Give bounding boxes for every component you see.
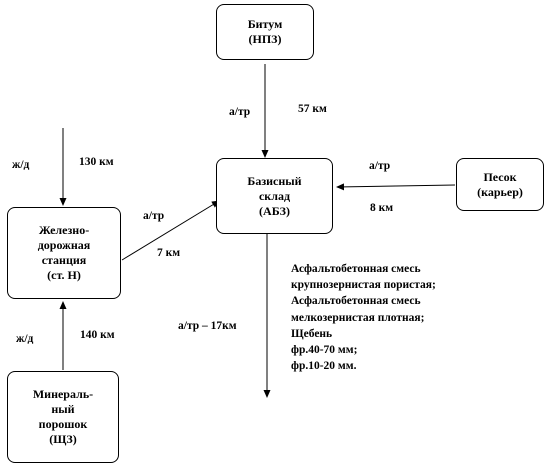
arrow-station-to-base bbox=[121, 200, 220, 261]
node-mineral-line3: порошок bbox=[38, 417, 88, 431]
node-mineral-powder: Минераль- ный порошок (ЩЗ) bbox=[7, 371, 119, 463]
node-sand-line1: Песок bbox=[483, 169, 517, 184]
node-bitum: Битум (НПЗ) bbox=[216, 4, 314, 60]
product-line-5: Щебень bbox=[291, 327, 333, 340]
edge-mineral-distance: 140 км bbox=[80, 329, 115, 341]
edge-base-out-label: а/тр – 17км bbox=[178, 320, 237, 332]
edge-mineral-mode: ж/д bbox=[16, 333, 34, 345]
product-line-3: Асфальтобетонная смесь bbox=[291, 295, 421, 308]
node-base-line1: Базисный bbox=[247, 173, 302, 188]
edge-sand-mode: а/тр bbox=[369, 160, 391, 172]
product-line-6: фр.40-70 мм; bbox=[291, 344, 358, 357]
node-sand-line2: (карьер) bbox=[477, 184, 523, 199]
node-base-warehouse: Базисный склад (АБЗ) bbox=[216, 158, 333, 234]
edge-station-base-mode: а/тр bbox=[143, 210, 165, 222]
node-rail-station: Железно- дорожная станция (ст. Н) bbox=[7, 207, 121, 299]
node-rail-line1: Железно- bbox=[38, 223, 90, 237]
edge-station-base-distance: 7 км bbox=[157, 247, 181, 259]
node-rail-line3: станция bbox=[41, 253, 87, 267]
product-line-7: фр.10-20 мм. bbox=[291, 360, 357, 373]
edge-sand-distance: 8 км bbox=[370, 202, 394, 214]
node-base-line2: склад bbox=[258, 188, 291, 203]
edge-bitum-distance: 57 км bbox=[298, 103, 327, 115]
node-mineral-line2: ный bbox=[51, 402, 75, 416]
edge-rail-in-distance: 130 км bbox=[79, 156, 114, 168]
node-mineral-line1: Минераль- bbox=[32, 387, 94, 401]
node-mineral-line4: (ЩЗ) bbox=[49, 432, 77, 446]
node-rail-line2: дорожная bbox=[37, 238, 91, 252]
node-sand: Песок (карьер) bbox=[456, 158, 544, 211]
product-line-4: мелкозернистая плотная; bbox=[291, 311, 425, 324]
arrow-sand-to-base bbox=[336, 183, 456, 191]
edge-rail-in-mode: ж/д bbox=[12, 159, 30, 171]
products-list: Асфальтобетонная смесь крупнозернистая п… bbox=[291, 261, 436, 374]
node-bitum-line2: (НПЗ) bbox=[248, 32, 282, 46]
node-bitum-line1: Битум bbox=[247, 17, 283, 31]
edge-bitum-mode: а/тр bbox=[229, 106, 251, 118]
product-line-2: крупнозернистая пористая; bbox=[291, 279, 436, 292]
node-base-line3: (АБЗ) bbox=[259, 203, 290, 218]
node-rail-line4: (ст. Н) bbox=[47, 268, 81, 282]
product-line-1: Асфальтобетонная смесь bbox=[291, 263, 421, 275]
